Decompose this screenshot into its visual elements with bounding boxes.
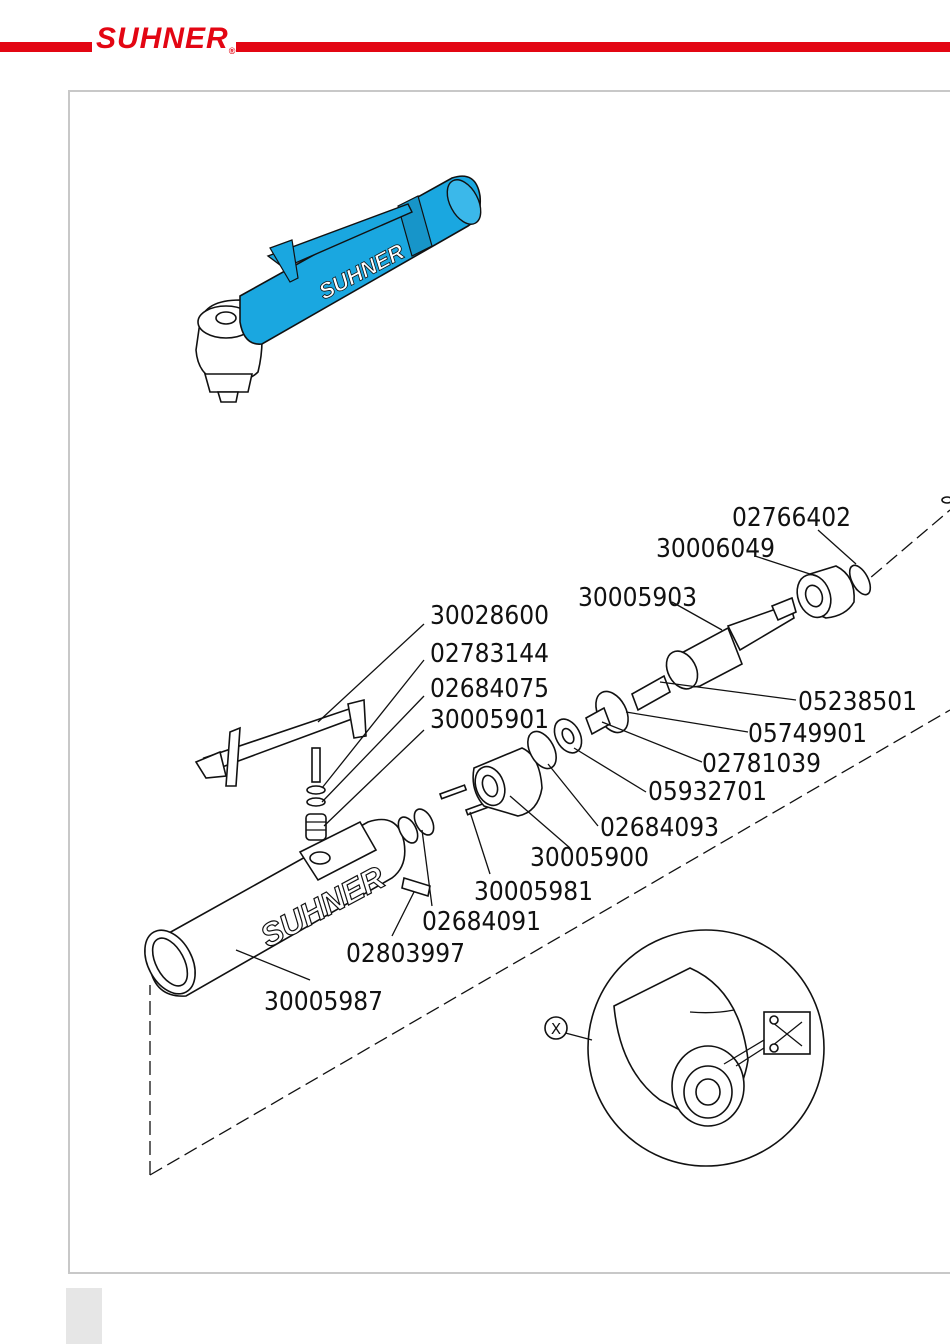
part-number-label: 30005981 (474, 877, 593, 907)
part-number-label: 02803997 (346, 939, 465, 969)
detail-view-x: X (545, 930, 824, 1166)
part-pin (312, 748, 320, 782)
part-number-label: 02684075 (430, 674, 549, 704)
part-number-label: 02684091 (422, 907, 541, 937)
part-spring (632, 676, 670, 710)
part-number-label: 05238501 (798, 687, 917, 717)
part-lever (196, 700, 366, 786)
part-number-label: 30005900 (530, 843, 649, 873)
part-number-label: 02781039 (702, 749, 821, 779)
product-thumbnail: SUHNER (196, 174, 488, 402)
detail-callout-label: X (551, 1020, 561, 1038)
part-pins (440, 785, 466, 799)
part-valve (306, 814, 326, 840)
part-number-label: 05749901 (748, 719, 867, 749)
part-number-label: 30005987 (264, 987, 383, 1017)
part-number-label: 02783144 (430, 639, 549, 669)
part-number-label: 30006049 (656, 534, 775, 564)
part-number-label: 05932701 (648, 777, 767, 807)
part-number-label: 30005903 (578, 583, 697, 613)
part-number-label: 02684093 (600, 813, 719, 843)
part-number-label: 02766402 (732, 503, 851, 533)
part-screw (402, 878, 430, 896)
part-number-label: 30028600 (430, 601, 549, 631)
part-bearing (791, 566, 854, 622)
part-housing: SUHNER (135, 820, 405, 1003)
part-number-label: 30005901 (430, 705, 549, 735)
